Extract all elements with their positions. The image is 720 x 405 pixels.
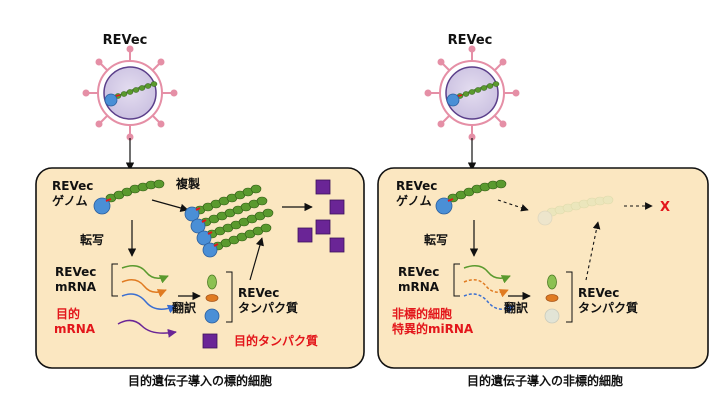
left-mrna-label-2: mRNA bbox=[55, 280, 97, 294]
left-vector-label: REVec bbox=[103, 33, 148, 48]
right-assembly-up-arrow-dashed bbox=[585, 221, 601, 281]
right-mirna-label-2: 特異的miRNA bbox=[392, 321, 474, 336]
left-protein-label-1: REVec bbox=[238, 286, 279, 300]
left-genome-capsid bbox=[93, 197, 111, 215]
left-caption: 目的遺伝子導入の標的細胞 bbox=[128, 373, 272, 388]
right-mrna-label-2: mRNA bbox=[398, 280, 440, 294]
left-mrna-purple bbox=[117, 319, 177, 338]
left-replication-label: 複製 bbox=[175, 176, 201, 191]
right-genome-label-1: REVec bbox=[396, 179, 437, 193]
left-panel: REVec bbox=[35, 33, 365, 388]
left-genome-strand bbox=[93, 179, 165, 215]
right-mrna-label-1: REVec bbox=[398, 265, 439, 279]
right-protein-label-1: REVec bbox=[578, 286, 619, 300]
left-mrna-label-1: REVec bbox=[55, 265, 96, 279]
right-vector-label: REVec bbox=[448, 33, 493, 48]
left-revec-proteins bbox=[204, 274, 220, 324]
right-mrna-blue bbox=[463, 293, 515, 314]
left-genome-label-2: ゲノム bbox=[52, 193, 88, 208]
left-replication-arrow bbox=[151, 199, 189, 213]
right-caption: 目的遺伝子導入の非標的細胞 bbox=[467, 373, 623, 388]
right-virus-particle bbox=[424, 45, 520, 141]
left-assembly-up-arrow bbox=[249, 237, 264, 281]
right-panel: REVec bbox=[377, 33, 709, 388]
left-protein-squares bbox=[297, 179, 345, 253]
left-replicated-genomes bbox=[184, 184, 274, 258]
left-virus-particle bbox=[82, 45, 178, 141]
right-genome-strand bbox=[435, 179, 507, 215]
right-transcription-label: 転写 bbox=[424, 232, 448, 247]
right-revec-proteins bbox=[544, 274, 560, 324]
right-genome-label-2: ゲノム bbox=[396, 193, 432, 208]
left-mrna-blue bbox=[121, 293, 177, 314]
right-mrna-bracket bbox=[453, 263, 460, 297]
left-target-mrna-2: mRNA bbox=[54, 322, 96, 336]
right-mirna-label-1: 非標的細胞 bbox=[392, 306, 452, 321]
left-mrna-green bbox=[121, 265, 169, 284]
right-virus-genome bbox=[446, 81, 500, 107]
left-virus-genome bbox=[104, 81, 158, 107]
left-mrna-orange bbox=[121, 279, 167, 298]
right-protein-bracket bbox=[566, 271, 573, 323]
left-target-protein-square bbox=[202, 333, 218, 349]
right-protein-label-2: タンパク質 bbox=[578, 300, 638, 315]
right-cell bbox=[377, 167, 709, 369]
left-mrna-bracket bbox=[111, 263, 118, 297]
left-target-protein-label: 目的タンパク質 bbox=[234, 333, 318, 348]
left-protein-label-2: タンパク質 bbox=[238, 300, 298, 315]
left-translation-label: 翻訳 bbox=[172, 300, 197, 315]
left-cell bbox=[35, 167, 365, 369]
left-target-mrna-1: 目的 bbox=[56, 306, 80, 321]
left-transcription-label: 転写 bbox=[80, 232, 104, 247]
right-translation-label: 翻訳 bbox=[504, 300, 529, 315]
left-protein-bracket bbox=[226, 271, 233, 323]
left-genome-label-1: REVec bbox=[52, 179, 93, 193]
right-mrna-green bbox=[463, 265, 511, 284]
right-faded-genome bbox=[537, 195, 614, 226]
right-faded-capsid-protein bbox=[544, 308, 560, 324]
right-replication-arrow-dashed bbox=[497, 199, 529, 212]
right-mrna-orange bbox=[463, 279, 509, 298]
right-blocked-mark: X bbox=[660, 200, 670, 215]
